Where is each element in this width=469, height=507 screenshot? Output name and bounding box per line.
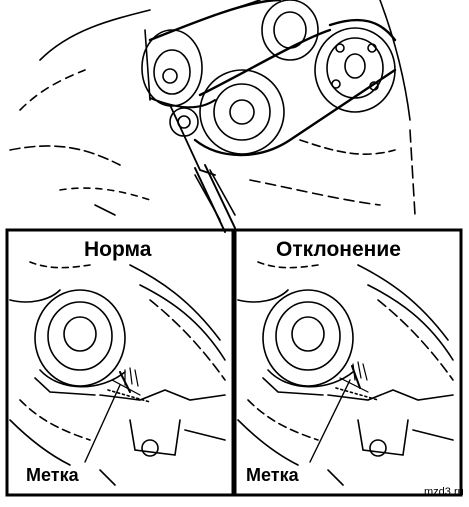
- panel-normal-title: Норма: [84, 238, 152, 261]
- panel-normal-mark-label: Метка: [26, 465, 79, 485]
- pulley-upper-left: [141, 29, 203, 107]
- panel-deviation-frame: [233, 228, 463, 497]
- panel-deviation-mark-label: Метка: [246, 465, 299, 485]
- watermark: mzd3.ru: [424, 486, 464, 498]
- panel-deviation-title: Отклонение: [276, 238, 401, 261]
- engine-overview: [9, 0, 416, 233]
- pulley-upper-mid: [261, 0, 319, 61]
- mark-leader-normal: [84, 384, 121, 463]
- mark-leader-deviation: [309, 379, 351, 463]
- detail-deviation: [237, 261, 454, 486]
- panel-normal-frame: [5, 228, 235, 497]
- drive-belt: [148, 0, 397, 157]
- detail-normal: [9, 261, 226, 486]
- pulley-right: [314, 27, 396, 113]
- pulley-center: [199, 69, 285, 155]
